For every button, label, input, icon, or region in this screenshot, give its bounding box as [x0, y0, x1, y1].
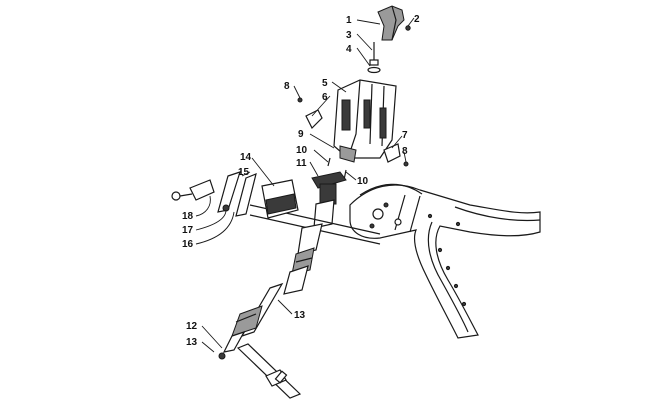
callout-8-left: 8 [284, 81, 290, 92]
callout-16: 16 [182, 239, 194, 250]
steering-post-assembly [218, 171, 381, 399]
callout-13-lower: 13 [186, 337, 198, 348]
callout-9: 9 [298, 129, 304, 140]
left-bracket-assembly [171, 171, 299, 219]
callout-8-right: 8 [402, 146, 408, 157]
callout-3: 3 [346, 30, 352, 41]
callout-17: 17 [182, 225, 194, 236]
callout-1: 1 [346, 15, 352, 26]
leader-lines [195, 17, 415, 353]
callout-15: 15 [238, 167, 250, 178]
callout-13-upper: 13 [294, 310, 306, 321]
callout-2: 2 [414, 14, 420, 25]
handlebar-riser-assembly [297, 5, 411, 181]
callout-7: 7 [402, 130, 408, 141]
callout-5: 5 [322, 78, 328, 89]
callout-10-left: 10 [296, 145, 308, 156]
callout-10-right: 10 [357, 176, 369, 187]
callout-12: 12 [186, 321, 198, 332]
callout-6: 6 [322, 92, 328, 103]
callout-18: 18 [182, 211, 194, 222]
callout-4: 4 [346, 44, 352, 55]
chassis-frame [349, 183, 541, 339]
callout-labels: 1 2 3 4 5 6 7 8 8 9 10 10 11 12 13 13 14… [182, 14, 420, 348]
callout-14: 14 [240, 152, 252, 163]
callout-11: 11 [296, 158, 307, 169]
